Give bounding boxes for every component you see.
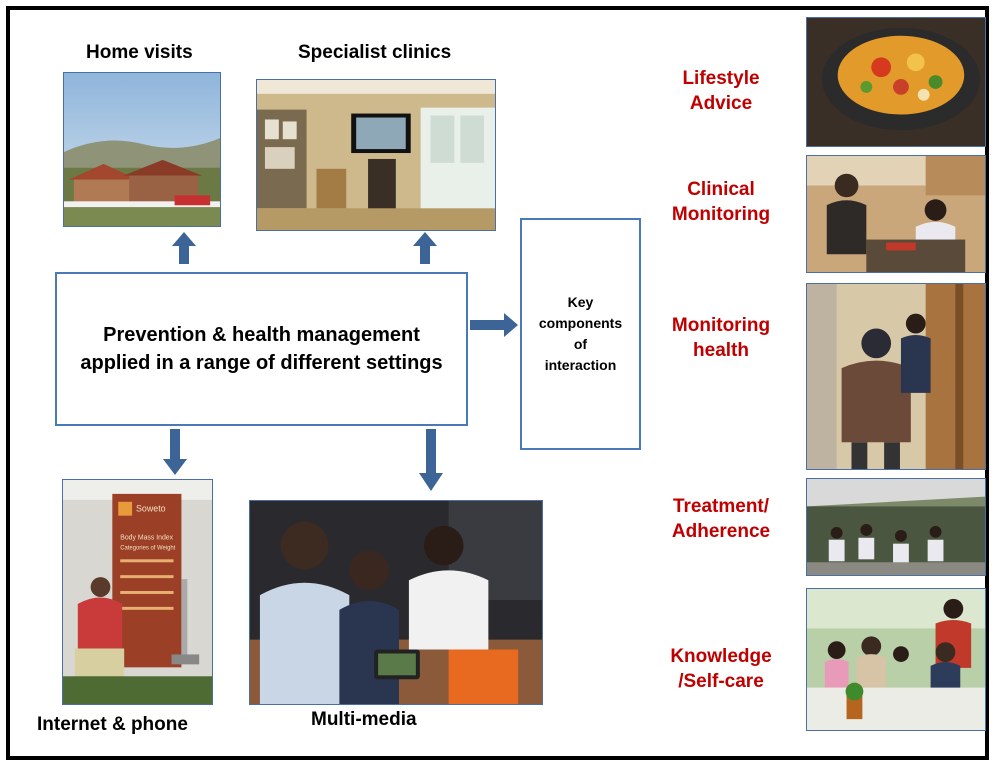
specialist-clinics-label: Specialist clinics xyxy=(298,42,452,63)
key-line1: Key xyxy=(567,294,594,310)
component-clinical-monitoring: Clinical Monitoring xyxy=(671,179,771,225)
monitoring-health-photo xyxy=(806,283,986,470)
component-treatment-adherence: Treatment/ Adherence xyxy=(671,496,771,542)
specialist-clinics-photo xyxy=(256,79,496,231)
arrow-right-key xyxy=(470,313,518,337)
banner-subtitle: Categories of Weight xyxy=(120,545,175,551)
prevention-box: Prevention & health management applied i… xyxy=(55,272,468,426)
home-visits-label: Home visits xyxy=(86,42,193,63)
key-line4: interaction xyxy=(544,357,617,373)
internet-phone-label: Internet & phone xyxy=(37,714,188,735)
lifestyle-advice-photo xyxy=(806,17,986,147)
arrow-up-home xyxy=(172,232,196,264)
clinical-monitoring-photo xyxy=(806,155,986,273)
home-visits-photo xyxy=(63,72,221,227)
key-line3: of xyxy=(573,336,588,352)
multimedia-photo xyxy=(249,500,543,705)
treatment-adherence-photo xyxy=(806,478,986,576)
arrow-down-multimedia xyxy=(419,429,443,491)
arrow-down-internet xyxy=(163,429,187,475)
knowledge-selfcare-photo xyxy=(806,588,986,731)
key-components-box: Key components of interaction xyxy=(520,218,641,450)
key-line2: components xyxy=(538,315,623,331)
arrow-up-clinics xyxy=(413,232,437,264)
banner-title: Body Mass Index xyxy=(120,534,173,541)
prevention-line2: applied in a range of different settings xyxy=(80,352,443,374)
multimedia-label: Multi-media xyxy=(311,709,417,730)
internet-phone-photo: Soweto Body Mass Index Categories of Wei… xyxy=(62,479,213,705)
component-knowledge-selfcare: Knowledge /Self-care xyxy=(670,646,772,692)
banner-brand: Soweto xyxy=(136,504,166,514)
component-monitoring-health: Monitoring health xyxy=(671,315,771,361)
prevention-line1: Prevention & health management xyxy=(103,324,420,346)
component-lifestyle-advice: Lifestyle Advice xyxy=(682,68,760,114)
